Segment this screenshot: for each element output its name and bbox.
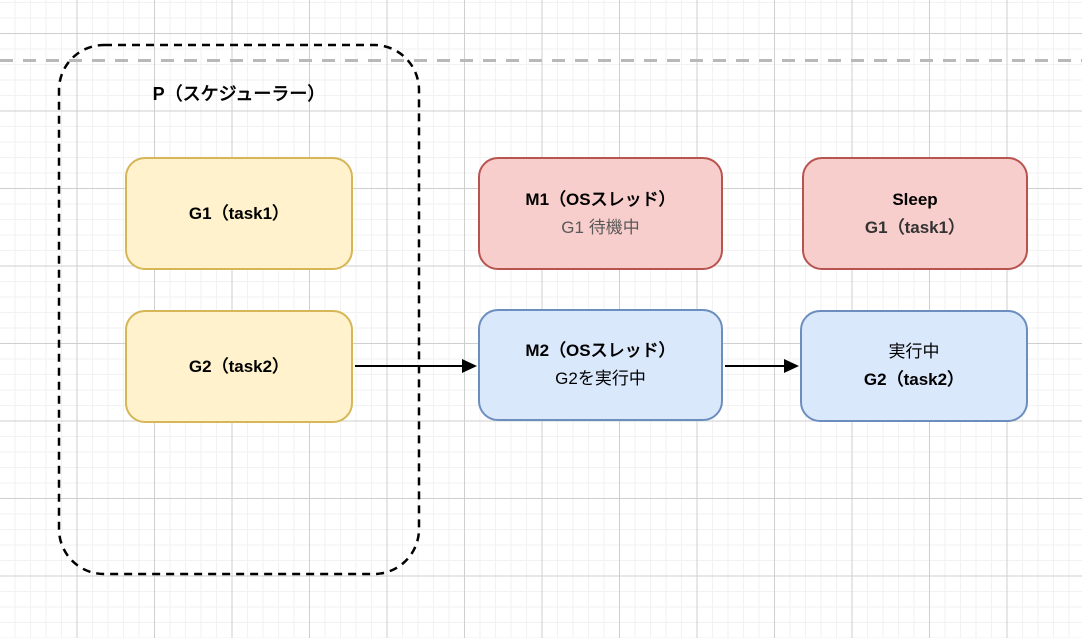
- scheduler-group-label: P（スケジューラー）: [152, 84, 326, 104]
- node-sleep-state: Sleep G1（task1）: [802, 157, 1028, 270]
- node-m1-status: G1 待機中: [561, 217, 640, 237]
- arrowhead-icon: [784, 359, 799, 373]
- node-g1: G1（task1）: [125, 157, 353, 270]
- node-running-state: 実行中 G2（task2）: [800, 310, 1028, 422]
- node-sleep-task: G1（task1）: [864, 217, 966, 237]
- node-m1-title: M1（OSスレッド）: [525, 189, 676, 209]
- node-g2-label: G2（task2）: [188, 356, 290, 376]
- node-m2-status: G2を実行中: [555, 369, 646, 388]
- node-running-title: 実行中: [888, 342, 940, 361]
- connector-m2-to-running: [725, 359, 799, 373]
- node-running-task: G2（task2）: [863, 370, 965, 389]
- node-sleep-title: Sleep: [892, 189, 938, 209]
- node-m2-title: M2（OSスレッド）: [525, 341, 676, 360]
- node-m2-os-thread: M2（OSスレッド） G2を実行中: [478, 309, 723, 421]
- arrowhead-icon: [462, 359, 477, 373]
- node-m1-os-thread: M1（OSスレッド） G1 待機中: [478, 157, 723, 270]
- node-g1-label: G1（task1）: [188, 203, 290, 223]
- node-g2: G2（task2）: [125, 310, 353, 423]
